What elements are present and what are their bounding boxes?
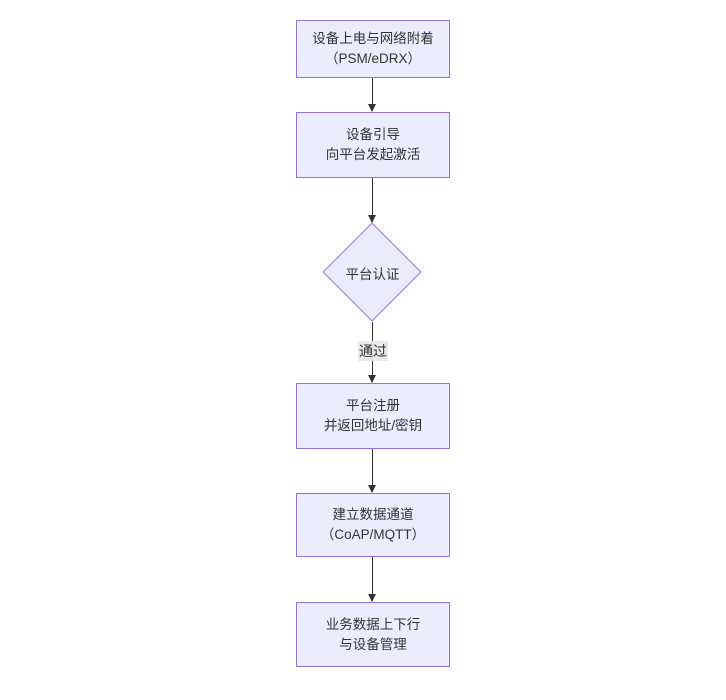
arrowhead-icon (368, 485, 376, 493)
node-label-line: （PSM/eDRX） (324, 51, 422, 66)
node-business-data-device-mgmt: 业务数据上下行 与设备管理 (296, 602, 450, 667)
node-label-line: 并返回地址/密钥 (323, 418, 423, 433)
node-power-on-network-attach: 设备上电与网络附着 （PSM/eDRX） (296, 20, 450, 78)
node-platform-register: 平台注册 并返回地址/密钥 (296, 383, 450, 449)
node-label-line: 平台注册 (346, 398, 400, 413)
edge-label-pass: 通过 (358, 341, 388, 361)
node-label-line: 与设备管理 (339, 636, 407, 652)
arrowhead-icon (368, 375, 376, 383)
node-device-bootstrap: 设备引导 向平台发起激活 (296, 112, 450, 178)
node-label-line: （CoAP/MQTT） (320, 527, 426, 542)
arrowhead-icon (368, 594, 376, 602)
node-label-line: 建立数据通道 (332, 507, 414, 522)
node-label-line: 向平台发起激活 (325, 147, 421, 162)
node-label-line: 设备上电与网络附着 (312, 31, 434, 46)
node-label-line: 业务数据上下行 (325, 616, 421, 632)
node-label-line: 设备引导 (346, 127, 400, 142)
arrow-a-to-b (368, 78, 376, 112)
arrow-e-to-f (368, 557, 376, 602)
arrowhead-icon (368, 104, 376, 112)
decision-label: 平台认证 (345, 266, 400, 282)
arrowhead-icon (368, 215, 376, 223)
arrow-d-to-e (368, 449, 376, 493)
arrow-b-to-c (368, 178, 376, 223)
node-data-channel: 建立数据通道 （CoAP/MQTT） (296, 493, 450, 557)
decision-platform-auth: 平台认证 (322, 222, 423, 323)
